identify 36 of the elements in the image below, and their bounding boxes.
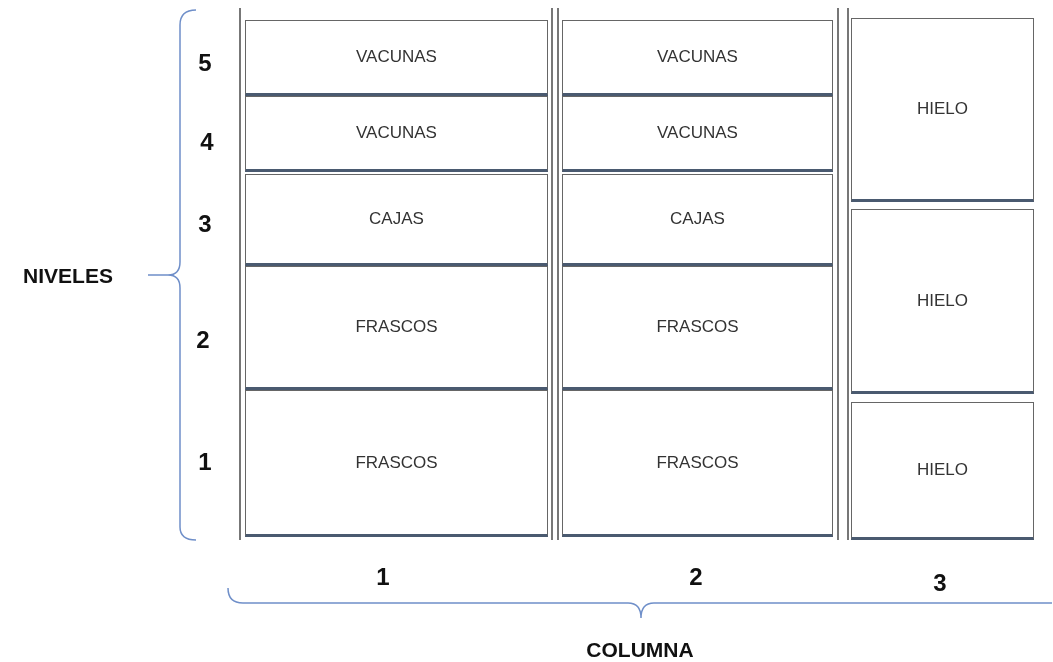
compartment-label: VACUNAS	[657, 47, 738, 67]
shelf-compartment	[851, 209, 1034, 394]
axis-title: COLUMNA	[586, 638, 694, 662]
level-number: 4	[200, 128, 214, 156]
shelf-compartment	[851, 18, 1034, 202]
shelf-compartment	[562, 266, 833, 390]
shelf-compartment	[245, 96, 548, 172]
column-number: 2	[689, 563, 703, 591]
level-number: 2	[196, 326, 210, 354]
shelf-compartment	[562, 174, 833, 266]
compartment-label: FRASCOS	[656, 317, 739, 337]
compartment-label: VACUNAS	[657, 123, 738, 143]
column-number: 1	[376, 563, 390, 591]
shelf-compartment	[245, 390, 548, 537]
compartment-label: CAJAS	[670, 209, 725, 229]
compartment-label: FRASCOS	[355, 317, 438, 337]
compartment-label: CAJAS	[369, 209, 424, 229]
shelf-compartment	[851, 402, 1034, 540]
shelf-compartment	[245, 266, 548, 390]
shelf-compartment	[562, 20, 833, 96]
shelf-compartment	[562, 390, 833, 537]
shelf-compartment	[245, 174, 548, 266]
level-number: 3	[198, 210, 212, 238]
level-number: 5	[198, 49, 212, 77]
compartment-label: VACUNAS	[356, 123, 437, 143]
axis-title: NIVELES	[23, 264, 113, 288]
compartment-label: HIELO	[917, 290, 968, 311]
level-number: 1	[198, 448, 212, 476]
shelf-compartment	[562, 96, 833, 172]
shelf-compartment	[245, 20, 548, 96]
column-number: 3	[933, 569, 947, 597]
compartment-label: HIELO	[917, 99, 968, 119]
compartment-label: FRASCOS	[656, 452, 739, 473]
compartment-label: HIELO	[917, 460, 968, 480]
compartment-label: FRASCOS	[355, 452, 438, 473]
compartment-label: VACUNAS	[356, 47, 437, 67]
